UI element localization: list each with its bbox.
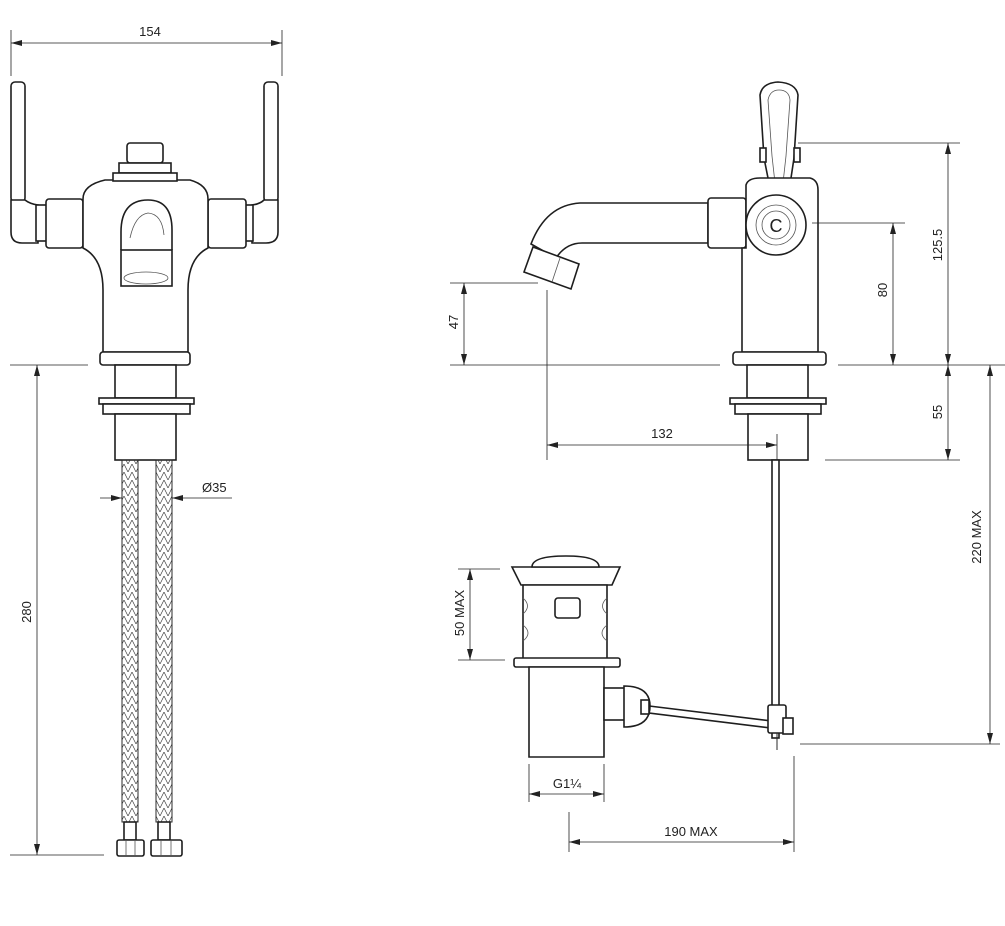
front-view: 154 280 Ø35 (10, 24, 283, 857)
dim-rod-reach: 190 MAX (664, 824, 718, 839)
spout-outlet (120, 249, 173, 287)
top-knob (126, 142, 164, 164)
left-lever (10, 81, 39, 244)
pop-up-waste (510, 555, 651, 758)
dim-plug-height: 50 MAX (452, 590, 467, 637)
dim-supply-length: 280 (19, 601, 34, 623)
flexible-hoses (116, 459, 183, 857)
dim-front-width: 154 (139, 24, 161, 39)
dim-shank-length: 55 (930, 405, 945, 419)
right-lever (251, 81, 279, 244)
dim-spout-reach: 132 (651, 426, 673, 441)
aerator (522, 245, 580, 291)
dim-spout-height: 47 (446, 315, 461, 329)
temperature-disc (745, 194, 807, 256)
spout-arm (530, 202, 709, 260)
pop-up-rod (771, 459, 780, 739)
hot-cold-indicator: C (770, 216, 783, 236)
dim-waste-thread: G1¼ (553, 776, 581, 791)
dim-hose-diameter: Ø35 (202, 480, 227, 495)
side-view: C (446, 81, 1005, 852)
dim-rod-length: 220 MAX (969, 510, 984, 564)
dim-lever-height: 125.5 (930, 229, 945, 262)
dim-spindle-height: 80 (875, 283, 890, 297)
